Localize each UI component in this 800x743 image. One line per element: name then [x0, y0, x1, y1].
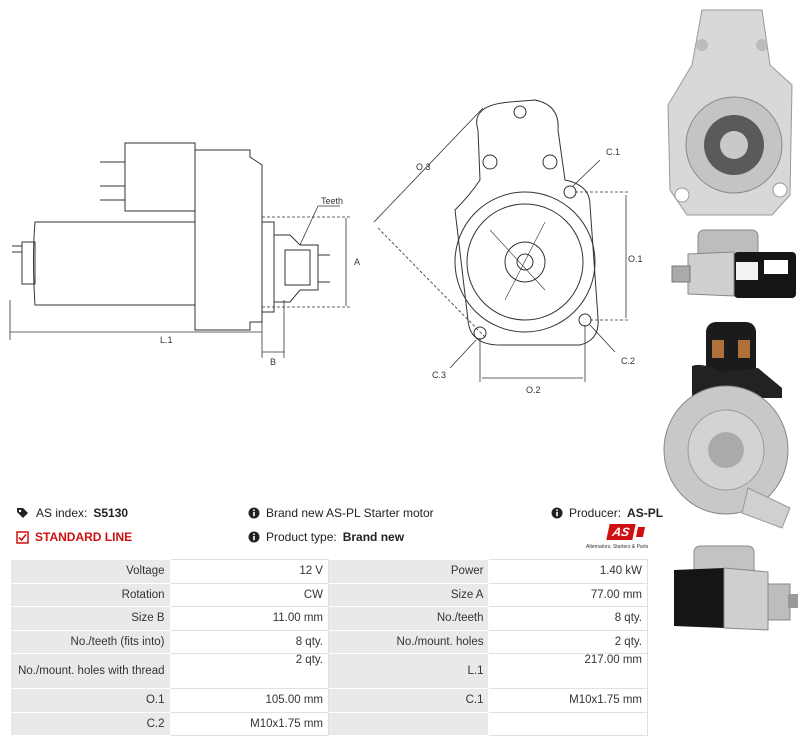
- label-o2: O.2: [526, 385, 541, 395]
- product-photo-rear[interactable]: [662, 318, 796, 534]
- info-icon: [248, 531, 260, 543]
- info-icon: [248, 507, 260, 519]
- label-o3: O.3: [416, 162, 431, 172]
- as-index-value: S5130: [93, 506, 129, 520]
- spec-label: C.1: [327, 688, 490, 713]
- spec-value: 105.00 mm: [169, 688, 329, 713]
- as-index-label: AS index:: [36, 506, 88, 520]
- label-o1: O.1: [628, 254, 643, 264]
- standard-line: STANDARD LINE: [16, 530, 132, 544]
- spec-label: Voltage: [10, 559, 171, 584]
- label-l1: L.1: [160, 335, 173, 345]
- spec-value: 1.40 kW: [488, 559, 648, 584]
- product-description: Brand new AS-PL Starter motor: [248, 506, 434, 520]
- product-photo-side-1[interactable]: [668, 222, 800, 304]
- product-photo-side-2[interactable]: [664, 540, 800, 640]
- spec-label: Size B: [10, 606, 171, 631]
- spec-label: C.2: [10, 711, 171, 736]
- logo-text: AS: [611, 525, 631, 539]
- spec-value: 2 qty.: [488, 629, 648, 654]
- spec-label: Size A: [327, 582, 490, 607]
- table-row: No./teeth (fits into)8 qty.No./mount. ho…: [10, 629, 648, 654]
- label-c1: C.1: [606, 147, 620, 157]
- spec-value: [488, 711, 648, 736]
- producer-label: Producer:: [569, 506, 622, 520]
- spec-label: L.1: [327, 653, 490, 689]
- product-type-value: Brand new: [342, 530, 405, 544]
- spec-value: 217.00 mm: [488, 653, 648, 689]
- product-type: Product type: Brand new: [248, 530, 404, 544]
- spec-label: No./mount. holes with thread: [10, 653, 171, 689]
- spec-label: Power: [327, 559, 490, 584]
- spec-value: M10x1.75 mm: [488, 688, 648, 713]
- product-type-label: Product type:: [266, 530, 337, 544]
- producer: Producer: AS-PL: [551, 506, 663, 520]
- spec-value: 77.00 mm: [488, 582, 648, 607]
- label-c3: C.3: [432, 370, 446, 380]
- label-teeth: Teeth: [321, 196, 343, 206]
- label-a: A: [354, 257, 360, 267]
- as-index: AS index: S5130: [16, 506, 128, 520]
- spec-value: 12 V: [169, 559, 329, 584]
- spec-value: CW: [169, 582, 329, 607]
- tags-icon: [16, 507, 30, 519]
- front-view-drawing: [454, 99, 599, 346]
- spec-value: M10x1.75 mm: [169, 711, 329, 736]
- standard-line-label: STANDARD LINE: [35, 530, 133, 544]
- spec-label: Rotation: [10, 582, 171, 607]
- checkbox-checked-icon: [16, 530, 29, 544]
- spec-value: 8 qty.: [488, 606, 648, 631]
- side-view-drawing: [12, 142, 330, 331]
- technical-drawing: Teeth A B L.1 O.3 O.1 O.2 C.1 C.2 C.3: [9, 99, 643, 395]
- spec-value: 2 qty.: [169, 653, 329, 689]
- as-pl-logo[interactable]: AS Alternators, Starters & Parts: [586, 524, 650, 554]
- product-photo-front[interactable]: [662, 5, 798, 220]
- info-icon: [551, 507, 563, 519]
- spec-label: No./teeth: [327, 606, 490, 631]
- label-c2: C.2: [621, 356, 635, 366]
- description-text: Brand new AS-PL Starter motor: [266, 506, 434, 520]
- spec-value: 8 qty.: [169, 629, 329, 654]
- logo-tagline: Alternators, Starters & Parts: [586, 544, 649, 550]
- spec-label: O.1: [10, 688, 171, 713]
- spec-label: [327, 711, 490, 736]
- spec-label: No./teeth (fits into): [10, 629, 171, 654]
- producer-value: AS-PL: [627, 506, 664, 520]
- spec-value: 11.00 mm: [169, 606, 329, 631]
- label-b: B: [270, 357, 276, 367]
- spec-label: No./mount. holes: [327, 629, 490, 654]
